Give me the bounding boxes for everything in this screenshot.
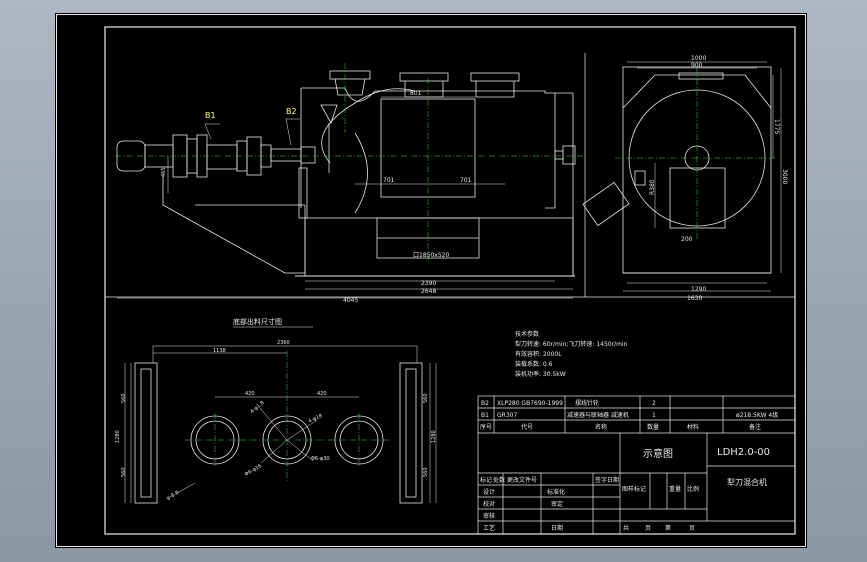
plan-hole-c: Φ6-φ30 [311, 456, 330, 462]
bom-row2-note: ø218.5KW 4级 [736, 411, 778, 419]
plan-labels: 2360 1138 420 420 560 1280 560 560 1280 … [115, 340, 437, 502]
bom-header-code: 代号 [521, 423, 533, 431]
tb-stage: 图样标记 [622, 485, 646, 493]
plan-hole-b: 4-φ18 [307, 413, 323, 425]
bom-row2-name: 减速器与联轴器 减速机 [567, 411, 629, 419]
sheet-frame [56, 14, 806, 547]
front-labels: B1 B2 801 701 701 2390 2648 4045 465 口18… [161, 90, 472, 304]
bom-row2-qty: 1 [652, 412, 656, 419]
plan-dim-right-d: 420 [317, 391, 327, 397]
bom-row1-std: XLP280 GB7690-1999 [497, 400, 563, 407]
tb-sheet-no: 第 [665, 524, 671, 532]
dim-mid-right: 701 [460, 177, 472, 184]
plan-centerlines [185, 351, 390, 483]
drawing-number: LDH2.0-00 [717, 447, 770, 458]
view-label: 示意图 [643, 447, 673, 460]
rev-doc: 更改文件号 [507, 476, 537, 484]
bom-row1-code: B2 [481, 400, 489, 407]
dim-overall: 4045 [343, 297, 358, 304]
plan-dim-right-h3: 560 [423, 467, 429, 477]
dim-bottom-1: 2390 [421, 280, 436, 287]
rev-date: 日期 [607, 476, 619, 484]
tb-sheet-of: 页 [645, 525, 651, 532]
plan-view [134, 362, 423, 504]
tb-sheet-total: 共 [623, 524, 629, 532]
door-label: 口1850x520 [413, 252, 449, 259]
cad-drawing: B1 B2 801 701 701 2390 2648 4045 465 口18… [56, 14, 806, 547]
bom-row1-qty: 2 [652, 400, 656, 407]
side-view [582, 66, 772, 274]
plan-dim-left-h3: 560 [121, 467, 127, 477]
plan-hole-e: φ-8-8 [166, 490, 181, 502]
dim-side-h2: 3000 [781, 169, 788, 184]
dim-side-center: 200 [681, 236, 693, 243]
plan-title: 底部出料尺寸图 [233, 317, 282, 326]
tb-date: 日期 [551, 524, 563, 532]
part-name: 犁刀混合机 [727, 477, 767, 487]
dim-side-bottom-1: 1290 [691, 286, 706, 293]
front-dimensions [117, 96, 573, 299]
rev-mark: 标记 [480, 476, 492, 484]
tb-review: 审核 [483, 512, 495, 520]
side-centerlines [615, 68, 777, 241]
tech-line-3: 装载系数: 0.6 [515, 360, 553, 368]
plan-hole-a: 4-φ1.8 [249, 400, 265, 415]
bom-table: B2 XLP280 GB7690-1999 摆线针轮 2 B1 GR307 减速… [480, 399, 778, 431]
bom-header-name: 名称 [595, 423, 607, 431]
front-view [116, 70, 576, 277]
side-labels: 1000 900 1775 3000 R380 200 1290 1630 [649, 55, 788, 302]
dim-mid-left: 701 [383, 177, 395, 184]
tb-scale: 比例 [687, 485, 699, 493]
tech-heading: 技术参数 [515, 330, 539, 338]
bom-header-qty: 数量 [647, 423, 659, 431]
plan-hole-d: Φ6-φ16 [244, 463, 263, 477]
tb-weight: 重量 [669, 485, 681, 493]
drawing-sheet: B1 B2 801 701 701 2390 2648 4045 465 口18… [55, 13, 807, 548]
dim-side-top-2: 900 [691, 62, 703, 69]
plan-dim-left-h2: 1280 [115, 430, 121, 443]
bom-row2-code: B1 [481, 412, 489, 419]
tech-line-1: 犁刀转速: 60r/min;飞刀转速: 1450r/min [515, 340, 628, 348]
tb-approve: 审定 [551, 500, 563, 508]
tb-design: 设计 [483, 488, 495, 496]
bom-header-material: 材料 [687, 423, 699, 431]
leader-b1: B1 [205, 111, 216, 120]
title-block-lines [477, 395, 796, 535]
tech-params: 技术参数 犁刀转速: 60r/min;飞刀转速: 1450r/min 有效容积:… [515, 330, 628, 378]
bom-row1-name: 摆线针轮 [575, 399, 599, 407]
dim-top-inner: 801 [410, 90, 422, 97]
tb-process: 工艺 [483, 524, 495, 532]
tech-line-4: 装机功率: 30.5kW [515, 370, 566, 378]
plan-dim-top-2: 1138 [213, 348, 226, 354]
front-centerlines [115, 63, 585, 263]
rev-sign: 签字 [595, 476, 607, 484]
plan-dimensions [124, 345, 437, 503]
tb-sheet-page: 页 [689, 525, 695, 532]
title-block: 示意图 LDH2.0-00 犁刀混合机 标记 处数 更改文件号 签字 日期 设计… [480, 447, 770, 532]
dim-side-radius: R380 [649, 179, 656, 195]
plan-dim-right-h1: 560 [423, 393, 429, 403]
plan-dim-left-h1: 560 [121, 393, 127, 403]
tech-line-2: 有效容积: 2000L [515, 350, 562, 358]
rev-count: 处数 [493, 476, 505, 484]
leader-b2: B2 [286, 107, 297, 116]
side-dimensions [623, 61, 782, 292]
dim-shaft-height: 465 [161, 167, 167, 177]
tb-standardize: 标准化 [547, 488, 565, 496]
bom-header-note: 备注 [749, 423, 761, 431]
plan-dim-left-d: 420 [245, 391, 255, 397]
dim-side-h1: 1775 [773, 119, 780, 134]
plan-dim-right-h2: 1280 [431, 430, 437, 443]
dim-side-bottom-2: 1630 [687, 295, 702, 302]
bom-row2-std: GR307 [497, 412, 517, 419]
bom-header-no: 序号 [480, 423, 492, 431]
dim-side-top-1: 1000 [691, 55, 706, 62]
dim-bottom-2: 2648 [421, 288, 436, 295]
tb-check: 校对 [483, 500, 495, 508]
plan-dim-top-1: 2360 [277, 340, 290, 346]
